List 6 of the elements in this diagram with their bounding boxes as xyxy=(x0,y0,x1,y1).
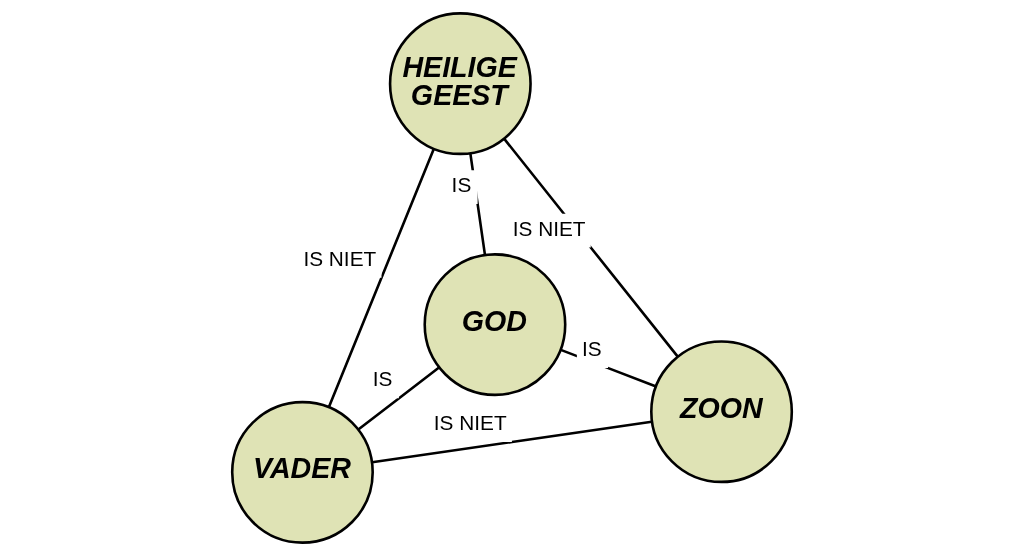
edge-label: IS NIET xyxy=(433,411,507,435)
edge-label: IS xyxy=(372,367,393,391)
edge-label: IS xyxy=(582,337,602,361)
edge-label: IS xyxy=(451,173,472,197)
edge-label: IS NIET xyxy=(512,216,586,240)
edge-label: IS NIET xyxy=(303,246,377,270)
